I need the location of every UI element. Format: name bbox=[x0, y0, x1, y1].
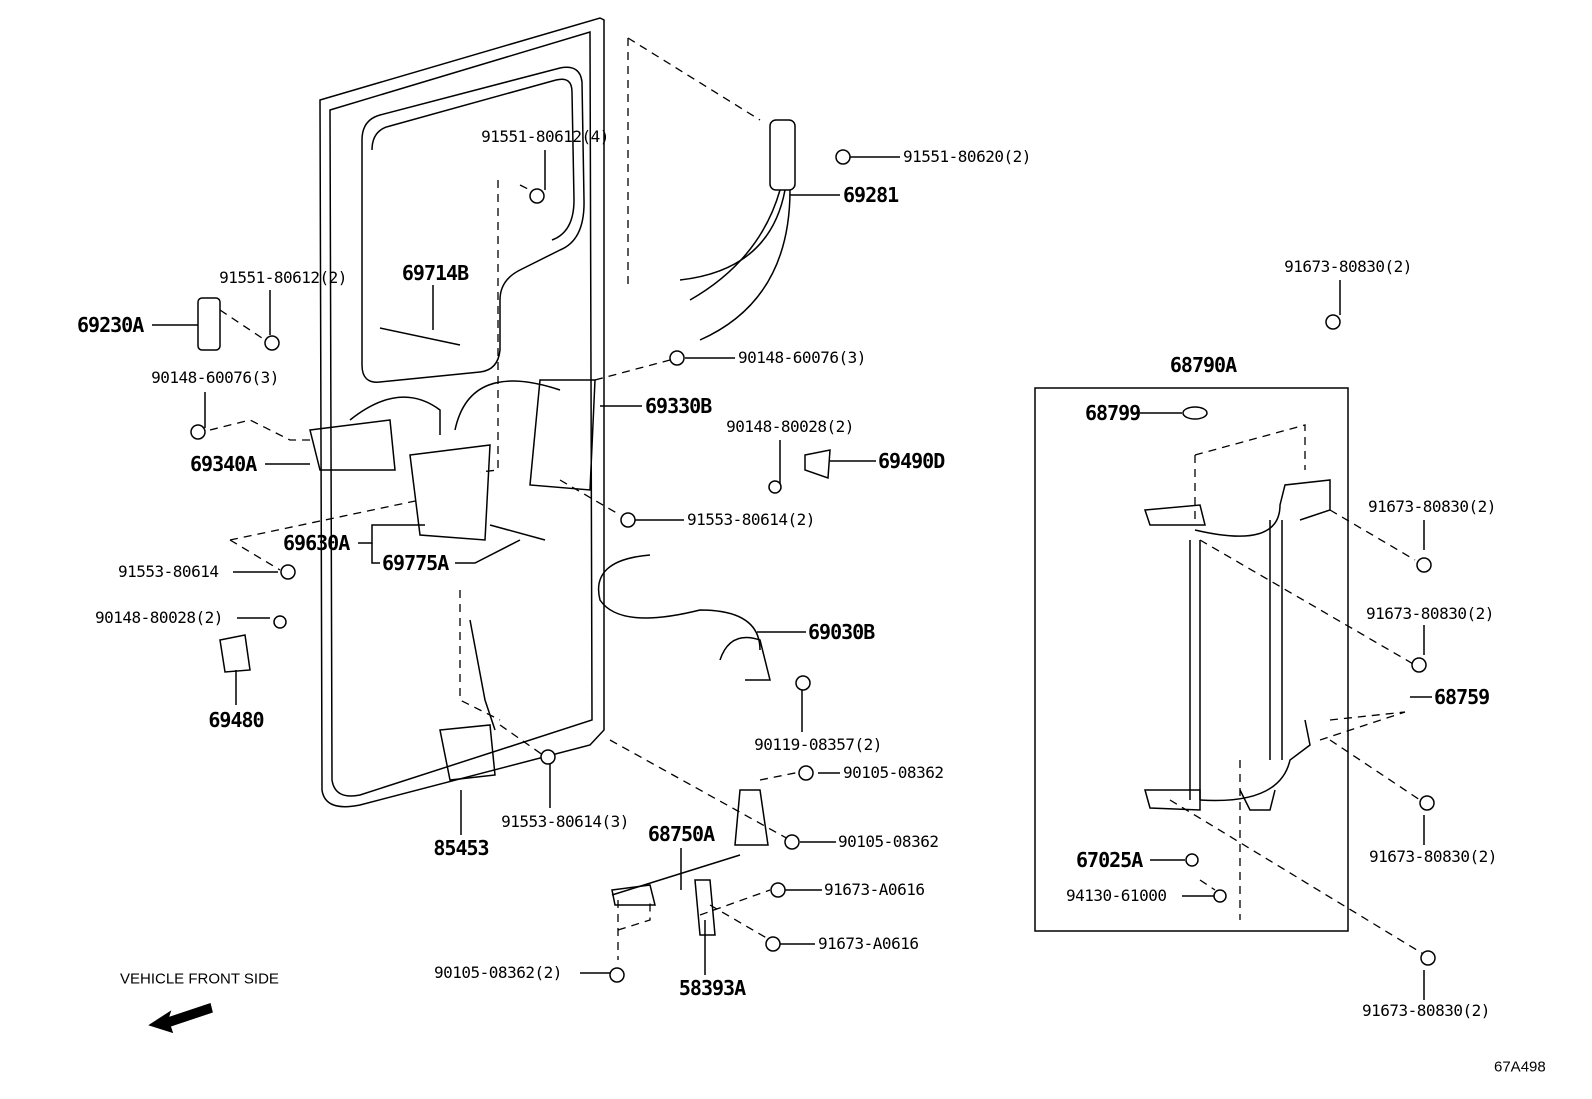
part-label-90148-80028-2-left[interactable]: 90148-80028(2) bbox=[95, 608, 223, 627]
part-label-69714B[interactable]: 69714B bbox=[401, 261, 469, 285]
part-label-91673-A0616-a[interactable]: 91673-A0616 bbox=[824, 880, 925, 899]
part-label-91551-80612-4[interactable]: 91551-80612(4) bbox=[481, 127, 609, 146]
part-label-69230A[interactable]: 69230A bbox=[77, 313, 144, 337]
part-label-91551-80612-2[interactable]: 91551-80612(2) bbox=[219, 268, 347, 287]
vehicle-front-side-note: VEHICLE FRONT SIDE bbox=[120, 970, 279, 988]
part-label-91673-80830-r1[interactable]: 91673-80830(2) bbox=[1368, 497, 1496, 516]
part-label-90148-80028-2-right[interactable]: 90148-80028(2) bbox=[726, 417, 854, 436]
part-label-90119-08357-2[interactable]: 90119-08357(2) bbox=[754, 735, 882, 754]
door-panel-outline bbox=[319, 17, 605, 808]
part-label-68790A[interactable]: 68790A bbox=[1169, 353, 1237, 377]
part-label-69030B[interactable]: 69030B bbox=[808, 620, 875, 644]
part-label-90148-60076-3-right[interactable]: 90148-60076(3) bbox=[738, 348, 866, 367]
hinge-assembly-box bbox=[1034, 387, 1349, 932]
part-shapes bbox=[197, 119, 831, 936]
part-label-69281[interactable]: 69281 bbox=[843, 183, 899, 207]
part-label-90105-08362-2[interactable]: 90105-08362(2) bbox=[434, 963, 562, 982]
part-label-91673-80830-r3[interactable]: 91673-80830(2) bbox=[1369, 847, 1497, 866]
part-label-85453[interactable]: 85453 bbox=[433, 836, 489, 860]
part-label-91673-80830-r2[interactable]: 91673-80830(2) bbox=[1366, 604, 1494, 623]
front-direction-arrow-icon bbox=[148, 1003, 213, 1034]
part-label-91673-80830-top[interactable]: 91673-80830(2) bbox=[1284, 257, 1412, 276]
part-label-91553-80614-2[interactable]: 91553-80614(2) bbox=[687, 510, 815, 529]
part-label-69480[interactable]: 69480 bbox=[208, 708, 264, 732]
part-label-69775A[interactable]: 69775A bbox=[382, 551, 449, 575]
part-label-68750A[interactable]: 68750A bbox=[647, 822, 715, 846]
part-label-91553-80614-3[interactable]: 91553-80614(3) bbox=[501, 812, 629, 831]
part-label-90105-08362-a[interactable]: 90105-08362 bbox=[843, 763, 944, 782]
diagram-code: 67A498 bbox=[1494, 1058, 1546, 1076]
dashed-guides bbox=[209, 37, 1426, 960]
part-label-90105-08362-b[interactable]: 90105-08362 bbox=[838, 832, 939, 851]
part-label-90148-60076-3-left[interactable]: 90148-60076(3) bbox=[151, 368, 279, 387]
leader-lines bbox=[152, 150, 1432, 1000]
part-label-91551-80620-2[interactable]: 91551-80620(2) bbox=[903, 147, 1031, 166]
part-label-94130-61000[interactable]: 94130-61000 bbox=[1066, 886, 1167, 905]
part-label-69490D[interactable]: 69490D bbox=[878, 449, 945, 473]
part-label-68759[interactable]: 68759 bbox=[1434, 685, 1490, 709]
part-label-68799[interactable]: 68799 bbox=[1085, 401, 1141, 425]
part-label-91673-A0616-b[interactable]: 91673-A0616 bbox=[818, 934, 919, 953]
part-label-69340A[interactable]: 69340A bbox=[190, 452, 257, 476]
bolts bbox=[190, 149, 1436, 983]
hinge-rod bbox=[1143, 406, 1331, 811]
part-label-69630A[interactable]: 69630A bbox=[283, 531, 350, 555]
part-label-67025A[interactable]: 67025A bbox=[1076, 848, 1143, 872]
part-label-91673-80830-bottom[interactable]: 91673-80830(2) bbox=[1362, 1001, 1490, 1020]
part-label-58393A[interactable]: 58393A bbox=[678, 976, 746, 1000]
part-label-91553-80614[interactable]: 91553-80614 bbox=[118, 562, 219, 581]
part-label-69330B[interactable]: 69330B bbox=[645, 394, 712, 418]
